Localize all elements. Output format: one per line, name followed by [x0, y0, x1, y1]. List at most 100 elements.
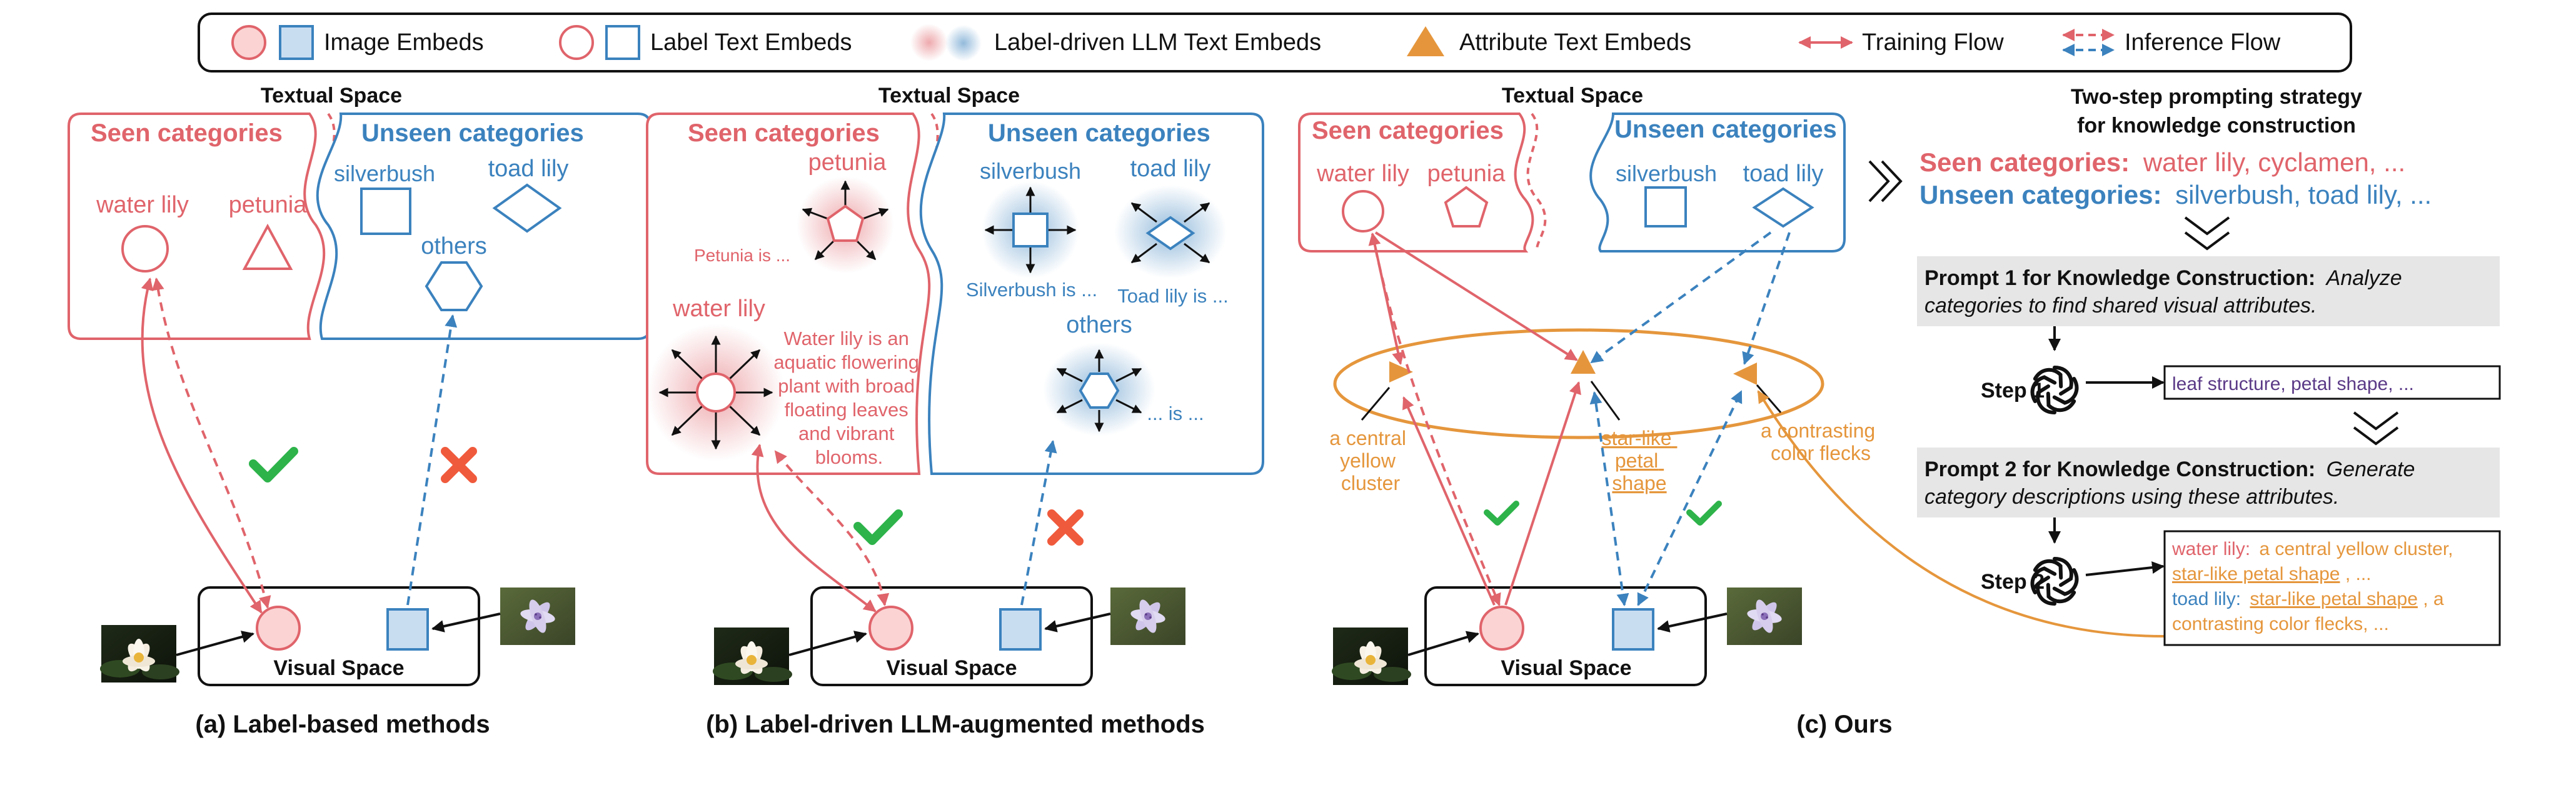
llm-red-glow-icon: [910, 24, 948, 61]
panel-b-textual-space: Textual Space: [878, 84, 1020, 108]
panel-b-toad-lily-label: toad lily: [1130, 156, 1211, 182]
panel-c-attribute-ellipse: [1333, 328, 1824, 439]
prompt2-line2: category descriptions using these attrib…: [1924, 485, 2339, 509]
llm-blue-glow-icon: [945, 25, 982, 61]
panel-a-toad-lily-diamond-icon: [492, 183, 562, 233]
legend-attribute-text-embeds: Attribute Text Embeds: [1459, 29, 1691, 56]
strategy-title-2: for knowledge construction: [2077, 114, 2356, 138]
label-text-square-icon: [605, 25, 640, 60]
panel-c-attr3-label: a contrasting color flecks: [1761, 419, 1881, 464]
step2-output-box: [2163, 530, 2501, 646]
strategy-title-1: Two-step prompting strategy: [2071, 85, 2362, 109]
panel-a-others-hexagon-icon: [425, 261, 483, 311]
panel-a-petunia-triangle-icon: [242, 223, 293, 270]
panel-a-caption: (a) Label-based methods: [195, 711, 490, 738]
panel-b-silverbush-is: Silverbush is ...: [966, 279, 1097, 301]
step2-output-line3: toad lily: star-like petal shape , a: [2172, 589, 2444, 609]
panel-b-caption: (b) Label-driven LLM-augmented methods: [706, 711, 1205, 738]
panel-c-unseen-title: Unseen categories: [1614, 116, 1837, 143]
panel-a-visual-space-label: Visual Space: [273, 656, 404, 680]
legend: Image Embeds Label Text Embeds Label-dri…: [198, 12, 2352, 72]
prompt1-box: [1917, 256, 2500, 326]
panel-c-visual-space-label: Visual Space: [1501, 656, 1631, 680]
panel-b-petunia-is: Petunia is ...: [694, 246, 790, 265]
strategy-panel: Two-step prompting strategy for knowledg…: [1868, 85, 2501, 646]
double-chevron-right-icon: [1868, 160, 1903, 202]
panel-c-water-lily-circle-icon: [1342, 190, 1384, 232]
panel-b-others-hexagon-icon: [1079, 372, 1120, 409]
panel-c-seen-title: Seen categories: [1312, 117, 1504, 144]
prompt2-line1: Prompt 2 for Knowledge Construction: Gen…: [1924, 458, 2415, 481]
panel-b-seen-title: Seen categories: [688, 119, 880, 147]
step1-output-text: leaf structure, petal shape, ...: [2172, 374, 2414, 394]
panel-c-toad-lily-diamond-icon: [1752, 187, 1814, 228]
step2-output-line2: star-like petal shape , ...: [2172, 564, 2372, 584]
double-chevron-down-icon-2: [2353, 411, 2399, 446]
panel-c-petunia-label: petunia: [1427, 161, 1506, 187]
prompt1-line2: categories to find shared visual attribu…: [1924, 294, 2317, 318]
panel-b-check-icon: [853, 509, 903, 545]
prompt1-line1: Prompt 1 for Knowledge Construction: Ana…: [1924, 266, 2402, 290]
double-chevron-down-icon-1: [2184, 216, 2230, 251]
strategy-unseen-line: Unseen categories: silverbush, toad lily…: [1919, 180, 2432, 209]
panel-b-image-embed-circle: [868, 606, 913, 651]
prompt2-box: [1917, 448, 2500, 518]
panel-c-caption: (c) Ours: [1796, 711, 1892, 738]
step2-output-line4: contrasting color flecks, ...: [2172, 614, 2389, 634]
panel-c-check-icon-1: [1484, 501, 1519, 526]
legend-label-text-embeds: Label Text Embeds: [650, 29, 852, 56]
panel-c-silverbush-square-icon: [1644, 186, 1687, 228]
step2-output-line1: water lily: a central yellow cluster,: [2171, 539, 2453, 559]
panel-c-water-lily-label: water lily: [1316, 161, 1409, 187]
panel-b-silverbush-label: silverbush: [980, 158, 1081, 184]
panel-b-others-label: others: [1066, 312, 1132, 338]
panel-b-cross-icon: [1047, 509, 1084, 546]
panel-a-unseen-title: Unseen categories: [361, 119, 584, 147]
panel-b-image-embed-square: [999, 608, 1042, 651]
panel-c-textual-space: Textual Space: [1502, 84, 1643, 108]
panel-a-toad-lily-photo: [500, 588, 575, 645]
panel-c-image-embed-circle: [1479, 606, 1524, 651]
panel-b-visual-space-label: Visual Space: [886, 656, 1017, 680]
panel-c-attr3-triangle-icon: [1733, 362, 1757, 385]
panel-a-others-label: others: [421, 233, 487, 259]
panel-c-petunia-pentagon-icon: [1444, 186, 1489, 228]
panel-a-check-icon: [249, 447, 298, 482]
panel-b-toad-lily-photo: [1110, 588, 1185, 645]
panel-a-seen-region: [68, 112, 326, 340]
step1-output-box: [2163, 365, 2501, 400]
panel-c-attr1-label: a central yellow cluster: [1329, 427, 1412, 494]
panel-a-image-embed-square: [386, 608, 429, 651]
legend-llm-text-embeds: Label-driven LLM Text Embeds: [994, 29, 1321, 56]
legend-inference-flow: Inference Flow: [2125, 29, 2281, 56]
panel-a-water-lily-photo: [100, 625, 179, 682]
strategy-seen-line: Seen categories: water lily, cyclamen, .…: [1919, 148, 2405, 177]
panel-a-toad-lily-label: toad lily: [488, 156, 569, 182]
panel-a-water-lily-label: water lily: [96, 192, 189, 218]
label-text-circle-icon: [559, 25, 594, 60]
panel-a-seen-title: Seen categories: [91, 119, 283, 147]
panel-b-unseen-title: Unseen categories: [988, 119, 1210, 147]
panel-a-textual-space: Textual Space: [261, 84, 402, 108]
panel-c-silverbush-label: silverbush: [1616, 161, 1717, 186]
panel-a-image-embed-circle: [256, 606, 301, 651]
panel-b-water-lily-photo: [713, 628, 792, 685]
panel-a: Textual Space Seen categories Unseen cat…: [68, 84, 652, 738]
image-embed-circle-icon: [231, 25, 266, 60]
panel-b-silverbush-square-icon: [1012, 212, 1049, 248]
panel-c: Textual Space Seen categories Unseen cat…: [1298, 84, 2165, 738]
panel-c-attr2-label: star-like petal shape: [1602, 427, 1678, 494]
panel-b-toad-lily-diamond-icon: [1145, 216, 1195, 251]
panel-b-water-lily-desc: Water lily is an aquatic flowering plant…: [773, 328, 924, 468]
legend-training-flow: Training Flow: [1862, 29, 2004, 56]
image-embed-square-icon: [279, 25, 314, 60]
attribute-triangle-icon: [1407, 26, 1444, 56]
panel-c-water-lily-photo: [1332, 628, 1411, 685]
panel-a-water-lily-circle-icon: [121, 225, 169, 272]
panel-c-image-embed-square: [1612, 608, 1654, 651]
panel-a-silverbush-label: silverbush: [334, 161, 435, 186]
legend-image-embeds: Image Embeds: [324, 29, 484, 56]
panel-b-others-is: ... is ...: [1147, 402, 1204, 424]
